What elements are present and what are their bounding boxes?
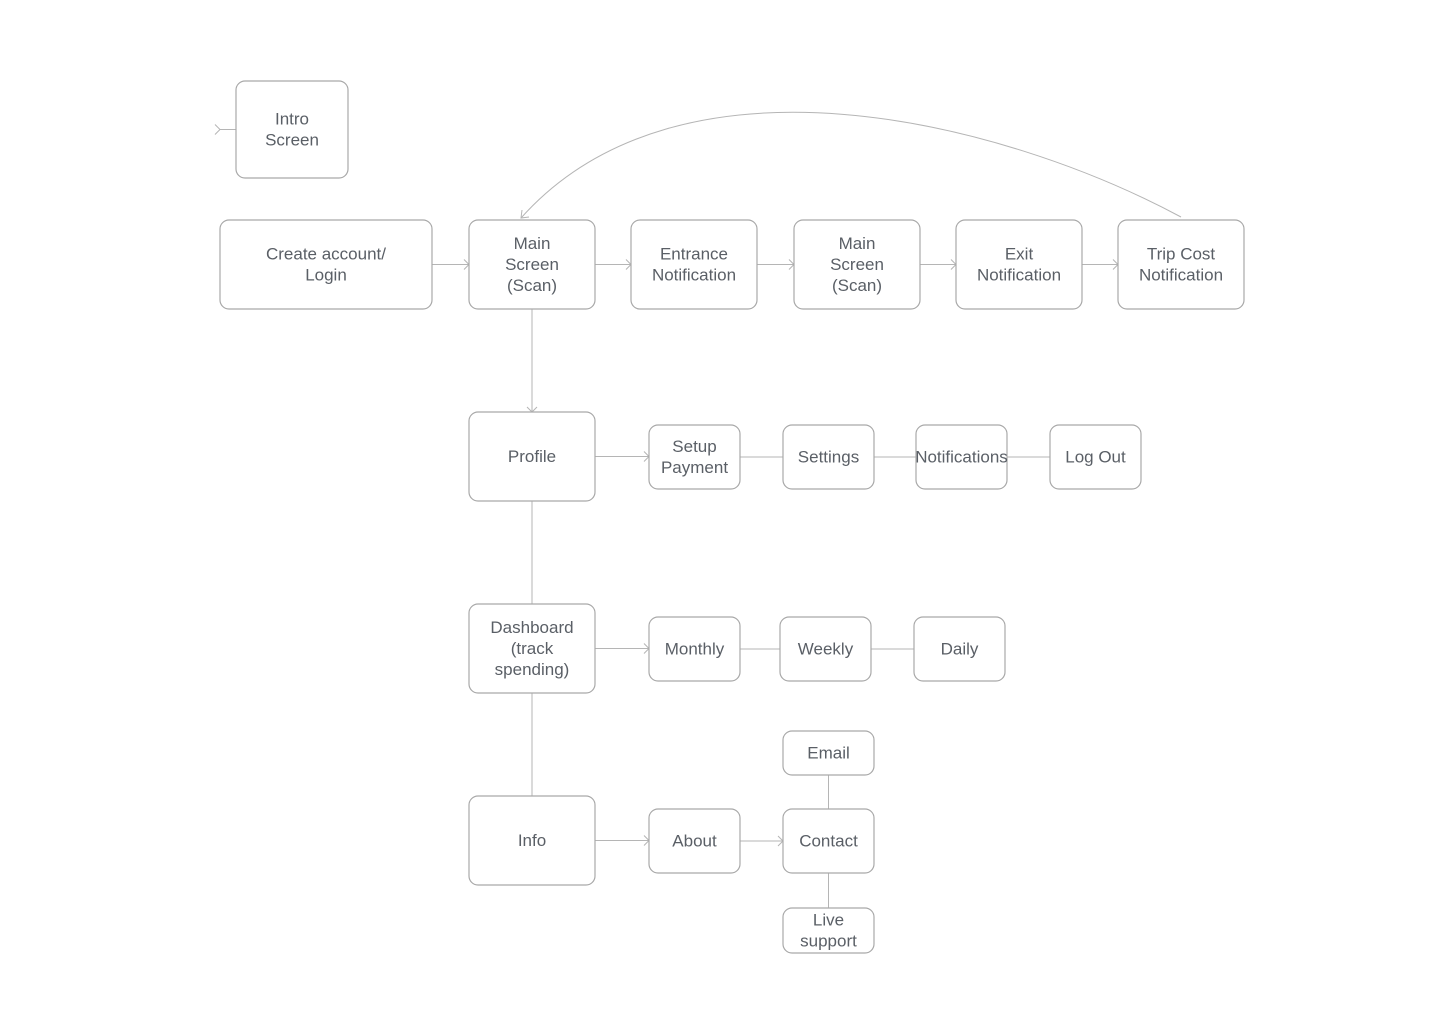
- node-label: Screen: [505, 255, 559, 274]
- node-live-support: Live support: [782, 907, 875, 954]
- node-monthly: Monthly: [648, 616, 741, 682]
- node-box: [793, 219, 921, 310]
- node-label: support: [800, 932, 857, 951]
- node-label: Create account/: [266, 245, 386, 264]
- node-label: Live: [813, 911, 844, 930]
- node-box: [468, 795, 596, 886]
- node-box: [955, 219, 1083, 310]
- node-notifications: Notifications: [915, 424, 1008, 490]
- node-label: Info: [518, 831, 546, 850]
- node-weekly: Weekly: [779, 616, 872, 682]
- node-label: Daily: [941, 640, 979, 659]
- node-box: [1049, 424, 1142, 490]
- node-label: Contact: [799, 832, 858, 851]
- node-label: Screen: [265, 131, 319, 150]
- node-box: [648, 808, 741, 874]
- node-box: [782, 730, 875, 776]
- node-box: [915, 424, 1008, 490]
- node-label: Entrance: [660, 245, 728, 264]
- node-label: Notification: [652, 266, 736, 285]
- edge-intro-to-create-account-arrowhead: [214, 124, 221, 135]
- node-label: (Scan): [832, 276, 882, 295]
- node-box: [782, 424, 875, 490]
- node-settings: Settings: [782, 424, 875, 490]
- node-label: About: [672, 832, 717, 851]
- node-info: Info: [468, 795, 596, 886]
- edge-trip-cost-notification-to-main-screen-1-arrowhead: [520, 209, 530, 219]
- node-create-account: Create account/Login: [219, 219, 433, 310]
- node-dashboard: Dashboard (track spending): [468, 603, 596, 694]
- node-box: [648, 616, 741, 682]
- node-label: Exit: [1005, 245, 1034, 264]
- node-email: Email: [782, 730, 875, 776]
- node-label: Notifications: [915, 448, 1008, 467]
- node-label: Notification: [1139, 266, 1223, 285]
- node-box: [219, 219, 433, 310]
- node-box: [782, 907, 875, 954]
- node-box: [782, 808, 875, 874]
- node-box: [468, 411, 596, 502]
- node-label: Main: [839, 234, 876, 253]
- node-label: Profile: [508, 447, 556, 466]
- node-label: spending): [495, 660, 570, 679]
- node-label: Screen: [830, 255, 884, 274]
- node-label: (track: [511, 639, 554, 658]
- node-label: Notification: [977, 266, 1061, 285]
- node-box: [648, 424, 741, 490]
- node-label: Login: [305, 266, 347, 285]
- node-daily: Daily: [913, 616, 1006, 682]
- node-label: Monthly: [665, 640, 725, 659]
- node-box: [468, 219, 596, 310]
- edge-trip-cost-notification-to-main-screen-1: [520, 111, 1182, 219]
- node-box: [1117, 219, 1245, 310]
- node-label: Setup: [672, 437, 716, 456]
- node-label: (Scan): [507, 276, 557, 295]
- node-box: [779, 616, 872, 682]
- node-label: Email: [807, 744, 850, 763]
- node-label: Log Out: [1065, 448, 1126, 467]
- node-box: [235, 80, 349, 179]
- node-box: [468, 603, 596, 694]
- node-contact: Contact: [782, 808, 875, 874]
- node-log-out: Log Out: [1049, 424, 1142, 490]
- node-label: Intro: [275, 110, 309, 129]
- node-label: Trip Cost: [1147, 245, 1216, 264]
- node-label: Settings: [798, 448, 859, 467]
- node-profile: Profile: [468, 411, 596, 502]
- node-box: [630, 219, 758, 310]
- edges-layer: [214, 111, 1182, 908]
- node-about: About: [648, 808, 741, 874]
- node-box: [913, 616, 1006, 682]
- node-label: Weekly: [798, 640, 854, 659]
- node-label: Payment: [661, 458, 728, 477]
- node-label: Dashboard: [490, 618, 573, 637]
- node-label: Main: [514, 234, 551, 253]
